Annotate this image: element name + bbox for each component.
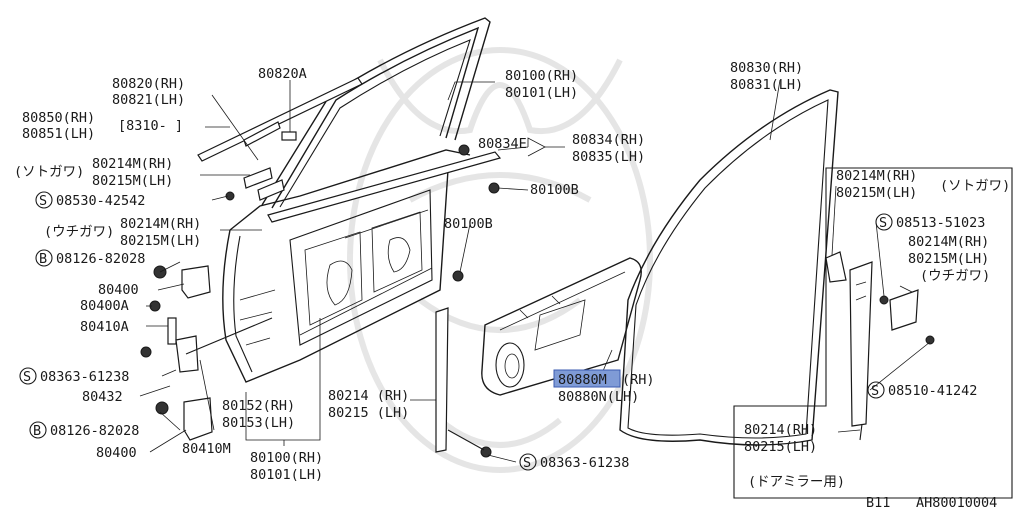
highlight-80880m — [553, 369, 621, 388]
label-80410m: 80410M — [182, 441, 231, 457]
label-80214m-a: 80214M(RH) — [92, 156, 173, 172]
label-80432: 80432 — [82, 389, 123, 405]
label-diagram-code: AH80010004 — [916, 495, 997, 510]
label-08363-61238-b: 08363-61238 — [540, 455, 629, 471]
label-80820a: 80820A — [258, 66, 307, 82]
label-80410a: 80410A — [80, 319, 129, 335]
s-marker-08530 — [35, 191, 53, 209]
label-80214-rh-right: 80214(RH) — [744, 422, 817, 438]
s-marker-08513 — [875, 213, 893, 231]
glass-run-channel-mid — [435, 307, 492, 458]
label-80880n-lh: 80880N(LH) — [558, 389, 639, 405]
leader-lines — [139, 79, 931, 463]
label-80100-rh-bottom: 80100(RH) — [250, 450, 323, 466]
label-80851-lh: 80851(LH) — [22, 126, 95, 142]
s-marker-08363-a-letter: S — [23, 369, 31, 385]
label-08126-82028-b: 08126-82028 — [50, 423, 139, 439]
label-80835-lh: 80835(LH) — [572, 149, 645, 165]
label-80400-b: 80400 — [96, 445, 137, 461]
label-8310: [8310- ] — [118, 118, 183, 134]
label-80215-lh-mid: 80215 (LH) — [328, 405, 409, 421]
label-80215-lh-right: 80215(LH) — [744, 439, 817, 455]
label-80215m-c: 80215M(LH) — [836, 185, 917, 201]
s-marker-08530-letter: S — [39, 193, 47, 209]
label-08363-61238-a: 08363-61238 — [40, 369, 129, 385]
label-80152-rh: 80152(RH) — [222, 398, 295, 414]
label-80880m: 80880M — [558, 372, 607, 388]
door-weatherstrip — [619, 89, 839, 446]
label-08513-51023: 08513-51023 — [896, 215, 985, 231]
label-08126-82028-a: 08126-82028 — [56, 251, 145, 267]
label-sotogawa-right: (ソトガワ) — [940, 178, 1010, 194]
b-marker-08126-a-letter: B — [39, 251, 47, 267]
s-marker-08510-letter: S — [871, 383, 879, 399]
label-80214-rh-mid: 80214 (RH) — [328, 388, 409, 404]
label-80214m-c: 80214M(RH) — [836, 168, 917, 184]
label-80830-rh: 80830(RH) — [730, 60, 803, 76]
label-08530-42542: 08530-42542 — [56, 193, 145, 209]
label-80100b-b: 80100B — [444, 216, 493, 232]
label-80100-rh-top: 80100(RH) — [505, 68, 578, 84]
label-door-mirror: (ドアミラー用) — [748, 474, 845, 490]
label-80215m-d: 80215M(LH) — [908, 251, 989, 267]
fastener-parts-left — [140, 131, 500, 441]
b-marker-08126-a — [35, 249, 53, 267]
label-80831-lh: 80831(LH) — [730, 77, 803, 93]
part-labels: 80820(RH) 80821(LH) 80820A 80100(RH) 801… — [14, 60, 1010, 511]
label-80880m-rh: (RH) — [622, 372, 655, 388]
label-08510-41242: 08510-41242 — [888, 383, 977, 399]
outer-weatherstrip — [197, 77, 363, 162]
s-marker-08510 — [867, 381, 885, 399]
label-b11: B11 — [866, 495, 890, 510]
label-80834e: 80834E — [478, 136, 527, 152]
label-80214m-d: 80214M(RH) — [908, 234, 989, 250]
label-80400-a: 80400 — [98, 282, 139, 298]
label-80101-lh-bottom: 80101(LH) — [250, 467, 323, 483]
label-80400a: 80400A — [80, 298, 129, 314]
s-marker-08363-a — [19, 367, 37, 385]
s-marker-08363-b-letter: S — [523, 455, 531, 471]
belt-moulding — [267, 151, 502, 223]
mirror-inset-box — [733, 167, 1013, 499]
label-uchigawa-right: (ウチガワ) — [920, 268, 990, 284]
label-80101-lh-top: 80101(LH) — [505, 85, 578, 101]
b-marker-08126-b-letter: B — [33, 423, 41, 439]
label-80820-rh: 80820(RH) — [112, 76, 185, 92]
label-80214m-b: 80214M(RH) — [120, 216, 201, 232]
label-80215m-b: 80215M(LH) — [120, 233, 201, 249]
door-trim-panel — [481, 257, 642, 396]
label-80834-rh: 80834(RH) — [572, 132, 645, 148]
b-marker-08126-b — [29, 421, 47, 439]
label-80153-lh: 80153(LH) — [222, 415, 295, 431]
label-80821-lh: 80821(LH) — [112, 92, 185, 108]
mirror-inset-parts — [825, 251, 935, 441]
watermark-emblem — [347, 47, 653, 473]
label-80215m-a: 80215M(LH) — [92, 173, 173, 189]
label-uchigawa-left: (ウチガワ) — [44, 224, 114, 240]
s-marker-08363-b — [519, 453, 537, 471]
label-80100b-a: 80100B — [530, 182, 579, 198]
s-marker-08513-letter: S — [879, 215, 887, 231]
label-sotogawa-left: (ソトガワ) — [14, 164, 84, 180]
label-80850-rh: 80850(RH) — [22, 110, 95, 126]
